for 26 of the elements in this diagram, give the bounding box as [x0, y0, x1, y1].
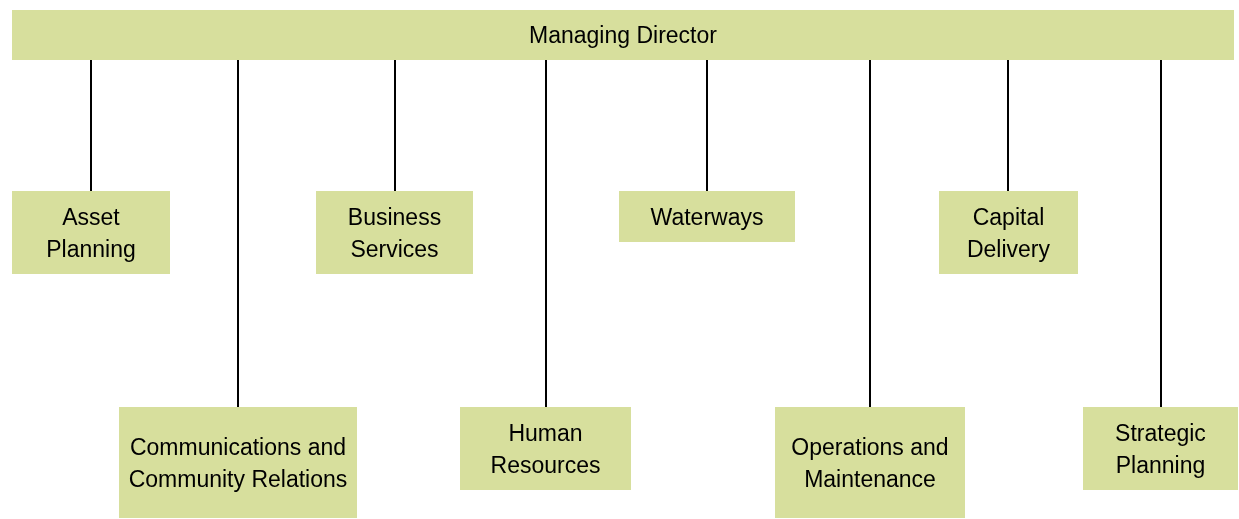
connector-line — [1007, 59, 1009, 192]
department-box — [12, 191, 170, 274]
connector-line — [869, 59, 871, 408]
department-box — [1083, 407, 1238, 490]
department-name: Capital Delivery — [965, 202, 1052, 264]
connector-line — [545, 59, 547, 408]
department-name: Strategic Planning — [1114, 418, 1207, 480]
department-box — [939, 191, 1078, 274]
department-box — [316, 191, 473, 274]
department-box — [119, 407, 357, 518]
department-name: Human Resources — [489, 418, 602, 480]
department-name: Asset Planning — [45, 202, 137, 264]
department-name: Waterways — [650, 202, 764, 232]
department-box — [460, 407, 631, 490]
department-name: Operations and Maintenance — [790, 432, 950, 494]
director-box — [12, 10, 1234, 60]
department-box — [619, 191, 795, 242]
connector-line — [394, 59, 396, 192]
director-title: Managing Director — [529, 21, 717, 50]
connector-line — [90, 59, 92, 192]
department-name: Communications and Community Relations — [127, 432, 349, 494]
connector-line — [1160, 59, 1162, 408]
department-box — [775, 407, 965, 518]
connector-line — [237, 59, 239, 408]
connector-line — [706, 59, 708, 192]
department-name: Business Services — [346, 202, 443, 264]
